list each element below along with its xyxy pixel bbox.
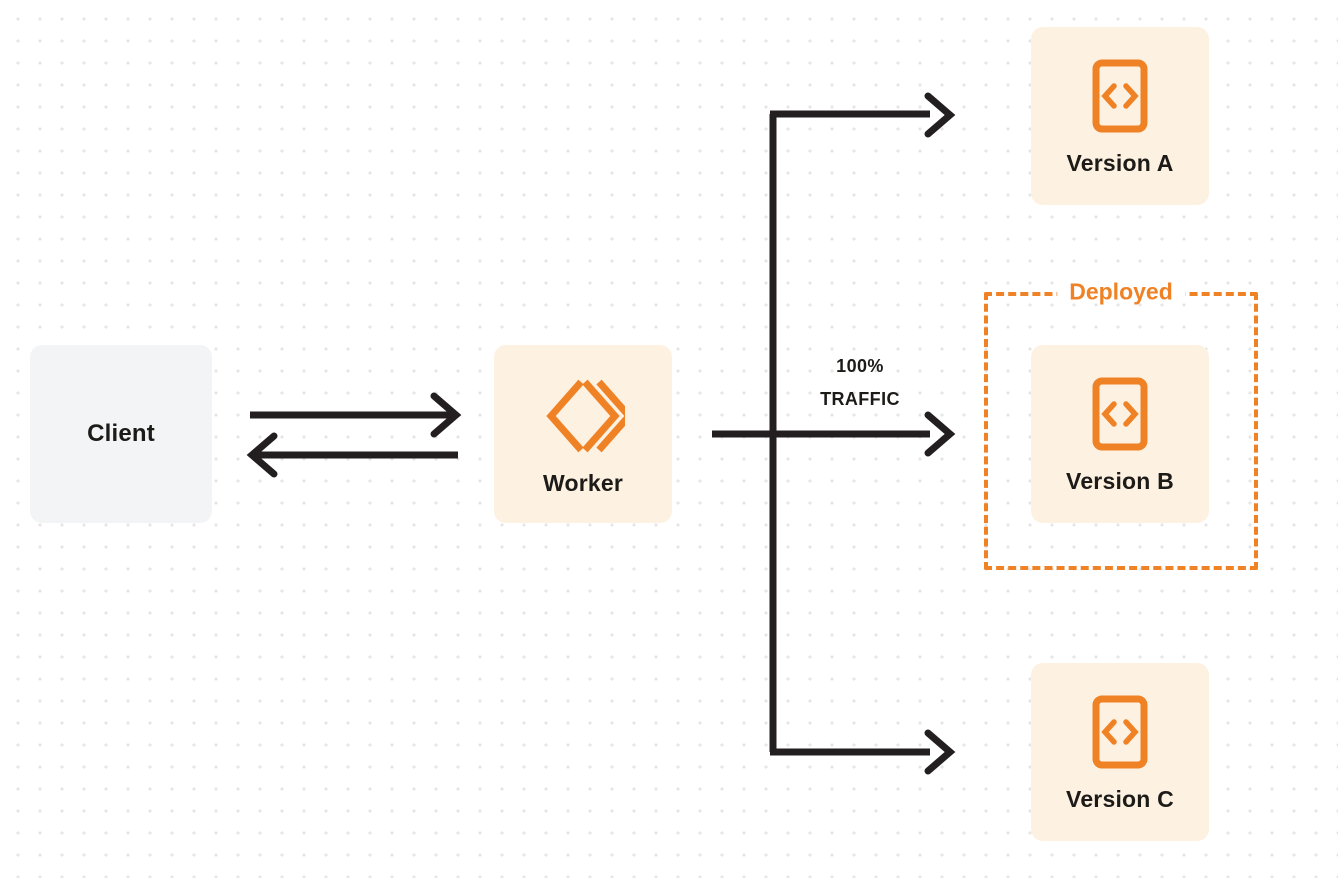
arrow-client-to-worker [250,392,462,438]
code-document-icon [1090,694,1150,770]
traffic-annotation: 100% TRAFFIC [790,350,930,417]
node-version-a-label: Version A [1066,149,1174,176]
arrow-worker-to-version-a [770,92,956,138]
node-client[interactable]: Client [30,345,212,523]
traffic-caption: TRAFFIC [820,389,900,410]
node-version-b-label: Version B [1066,467,1174,494]
node-worker[interactable]: Worker [494,345,672,523]
traffic-percent: 100% [836,356,884,376]
node-version-b[interactable]: Version B [1031,345,1209,523]
code-document-icon [1090,58,1150,134]
node-version-a[interactable]: Version A [1031,27,1209,205]
node-version-c[interactable]: Version C [1031,663,1209,841]
deployed-group: Deployed [984,280,1258,570]
cloudflare-workers-logo-icon [541,374,634,458]
arrow-worker-to-client [246,432,458,478]
deployed-group-label: Deployed [1057,280,1185,304]
code-document-icon [1090,376,1150,452]
worker-fanout-trunk [712,114,930,752]
node-version-c-label: Version C [1066,785,1174,812]
arrow-worker-to-version-b [924,411,956,457]
node-client-label: Client [87,420,155,447]
arrow-worker-to-version-c [770,729,956,775]
node-worker-label: Worker [542,469,624,496]
